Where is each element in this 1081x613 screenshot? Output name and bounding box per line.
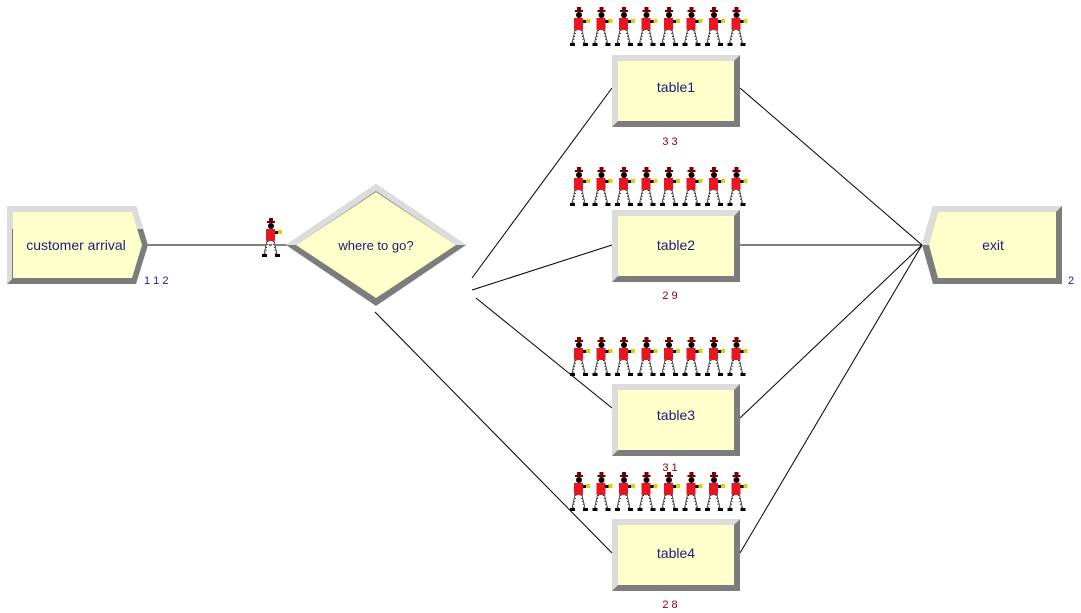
- table4-count: 2 8: [662, 599, 677, 611]
- table1-label: table1: [657, 79, 695, 95]
- connectors: [148, 87, 923, 554]
- queued-entity-walking-person-icon: [681, 165, 704, 208]
- table3-label: table3: [657, 407, 695, 423]
- queued-entity-walking-person-icon: [613, 5, 637, 48]
- table3-count: 3 1: [662, 462, 677, 474]
- queued-entity-walking-person-icon: [658, 335, 682, 378]
- dispose-module-exit[interactable]: exit: [922, 206, 1062, 284]
- queued-entity-walking-person-icon: [613, 470, 637, 513]
- queued-entity-walking-person-icon: [591, 470, 614, 513]
- queued-entity-walking-person-icon: [658, 470, 682, 513]
- queued-entity-walking-person-icon: [726, 335, 749, 378]
- process-module-table2[interactable]: table2: [612, 210, 740, 282]
- queued-entity-walking-person-icon: [658, 165, 682, 208]
- connector-table3-exit[interactable]: [739, 244, 923, 419]
- connector-table1-exit[interactable]: [739, 87, 923, 246]
- queued-entity-walking-person-icon: [703, 470, 727, 513]
- entity-walking-person-icon: [260, 216, 284, 259]
- queued-entity-walking-person-icon: [636, 5, 659, 48]
- connector-decide-table3[interactable]: [475, 297, 613, 409]
- dispose-module-label: exit: [982, 237, 1004, 253]
- dispose-module-count: 2: [1068, 275, 1074, 287]
- table4-label: table4: [657, 545, 695, 561]
- queued-entity-walking-person-icon: [568, 335, 592, 378]
- queued-entity-walking-person-icon: [591, 165, 614, 208]
- queued-entity-walking-person-icon: [636, 335, 659, 378]
- queued-entity-walking-person-icon: [568, 5, 592, 48]
- queued-entity-walking-person-icon: [681, 470, 704, 513]
- table2-count: 2 9: [662, 290, 677, 302]
- queued-entity-walking-person-icon: [636, 470, 659, 513]
- queued-entity-walking-person-icon: [703, 165, 727, 208]
- connector-decide-table1[interactable]: [471, 87, 613, 279]
- connector-table4-exit[interactable]: [739, 244, 923, 554]
- queued-entity-walking-person-icon: [658, 5, 682, 48]
- queued-entity-walking-person-icon: [726, 165, 749, 208]
- process-module-table1[interactable]: table1: [612, 55, 740, 127]
- table1-count: 3 3: [662, 136, 677, 148]
- create-module-label: customer arrival: [26, 237, 126, 253]
- queued-entity-walking-person-icon: [681, 5, 704, 48]
- queued-entity-walking-person-icon: [591, 335, 614, 378]
- queued-entity-walking-person-icon: [636, 165, 659, 208]
- queued-entity-walking-person-icon: [613, 335, 637, 378]
- queued-entity-walking-person-icon: [703, 5, 727, 48]
- create-module-customer-arrival[interactable]: customer arrival: [7, 206, 148, 284]
- queued-entity-walking-person-icon: [568, 165, 592, 208]
- queued-entity-walking-person-icon: [568, 470, 592, 513]
- table2-label: table2: [657, 237, 695, 253]
- queued-entity-walking-person-icon: [591, 5, 614, 48]
- queued-entity-walking-person-icon: [681, 335, 704, 378]
- decide-module-where-to-go[interactable]: where to go?: [286, 184, 466, 306]
- create-module-count: 1 1 2: [144, 275, 168, 287]
- queued-entity-walking-person-icon: [613, 165, 637, 208]
- queued-entity-walking-person-icon: [726, 5, 749, 48]
- connector-decide-table4[interactable]: [374, 311, 613, 554]
- decide-module-label: where to go?: [337, 238, 413, 253]
- queued-entity-walking-person-icon: [726, 470, 749, 513]
- process-module-table4[interactable]: table4: [612, 519, 740, 591]
- queued-entity-walking-person-icon: [703, 335, 727, 378]
- process-module-table3[interactable]: table3: [612, 384, 740, 456]
- connector-decide-table2[interactable]: [471, 244, 613, 291]
